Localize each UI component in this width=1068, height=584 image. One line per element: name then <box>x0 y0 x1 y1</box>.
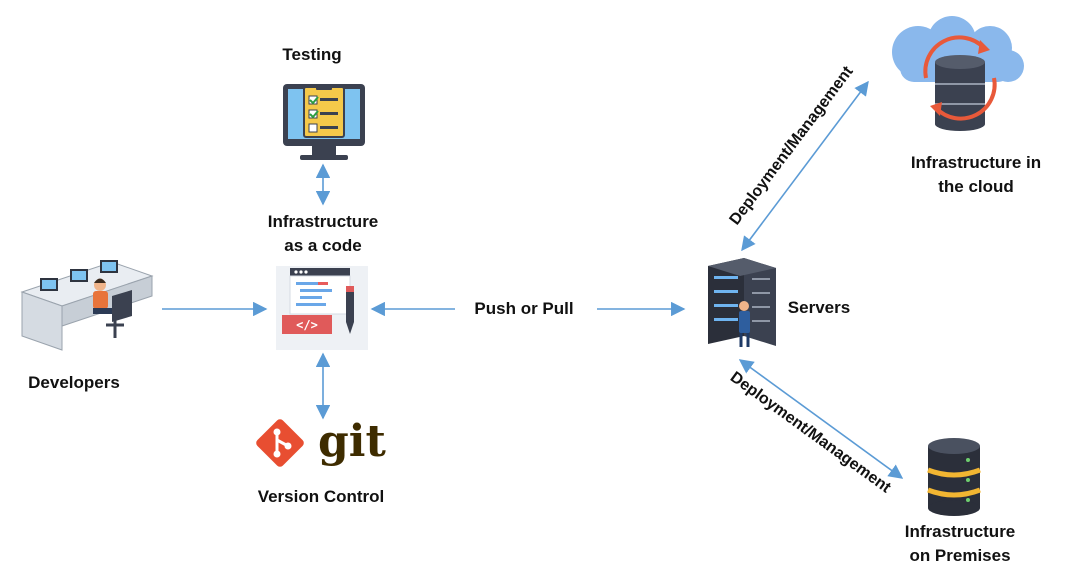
servers-label-text: Servers <box>787 298 851 317</box>
iac-label-line2: as a code <box>284 236 362 255</box>
premises-label: Infrastructure on Premises <box>880 520 1040 568</box>
git-wordmark: git <box>318 416 398 468</box>
testing-label-text: Testing <box>282 45 342 64</box>
arrow-servers-premises <box>738 359 904 479</box>
cloud-label: Infrastructure in the cloud <box>886 151 1066 199</box>
testing-label: Testing <box>262 43 362 67</box>
version-control-label-text: Version Control <box>257 487 385 506</box>
servers-label: Servers <box>774 296 864 320</box>
version-control-label: Version Control <box>240 485 402 509</box>
push-pull-label: Push or Pull <box>456 297 592 321</box>
cloud-label-line2: the cloud <box>938 177 1014 196</box>
git-wordmark-text: git <box>318 416 386 467</box>
svg-text:</>: </> <box>296 318 318 332</box>
premises-label-line2: on Premises <box>909 546 1011 565</box>
premises-label-line1: Infrastructure <box>904 522 1016 541</box>
push-pull-label-text: Push or Pull <box>474 299 574 318</box>
cloud-label-line1: Infrastructure in <box>910 153 1042 172</box>
developers-label: Developers <box>14 371 134 395</box>
iac-label-line1: Infrastructure <box>267 212 379 231</box>
arrow-servers-cloud <box>741 80 869 252</box>
iac-label: Infrastructure as a code <box>248 210 398 258</box>
developers-label-text: Developers <box>28 373 120 392</box>
